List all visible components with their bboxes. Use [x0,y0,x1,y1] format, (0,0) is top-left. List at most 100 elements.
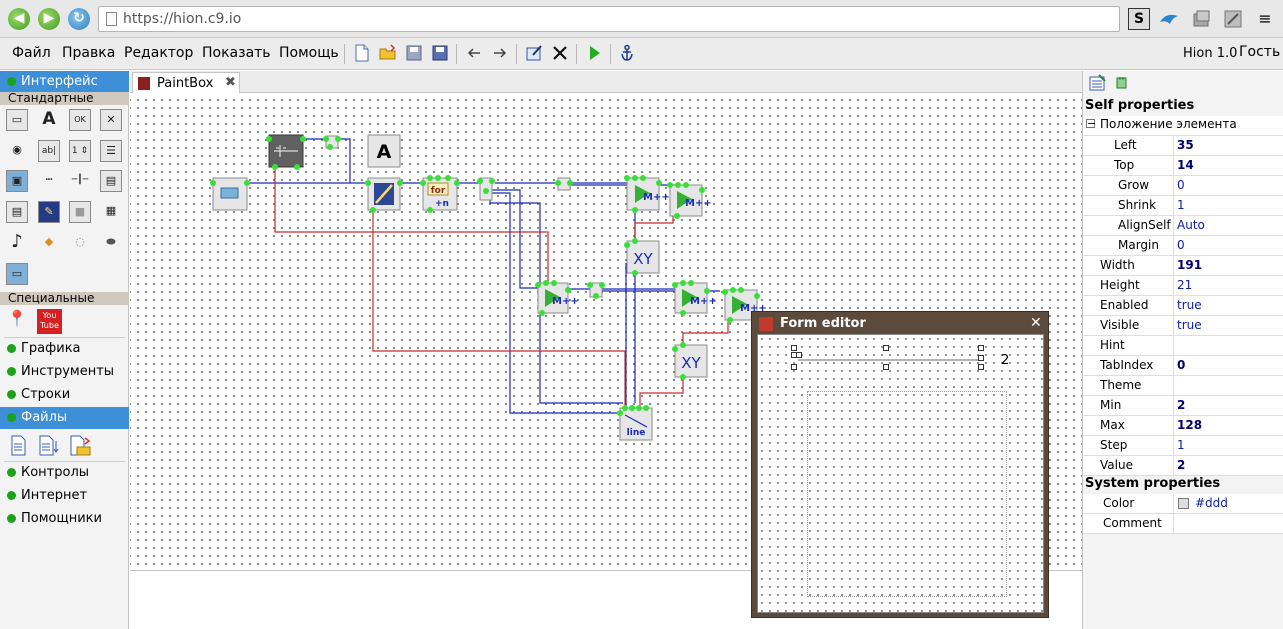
block-paint[interactable] [367,177,401,211]
resize-handle[interactable] [883,345,889,351]
anchor-icon[interactable] [617,44,637,64]
category-internet[interactable]: Интернет [0,485,129,507]
prop-value[interactable]: 2 [1177,398,1186,412]
trackbar-slider[interactable] [798,359,978,361]
form-editor-window[interactable]: Form editor ✕ 2 [751,311,1049,618]
paintbox-component-icon[interactable]: ✎ [38,201,60,223]
save-icon[interactable] [404,44,424,64]
category-helpers[interactable]: Помощники [0,508,129,530]
category-graphics[interactable]: Графика [0,338,129,360]
file-open-component-icon[interactable] [69,435,91,457]
close-button-component-icon[interactable]: ✕ [100,109,122,131]
block-graph-2[interactable]: M++ [669,184,712,217]
block-line[interactable]: line [619,407,653,441]
resize-handle[interactable] [883,364,889,370]
block-form[interactable] [212,177,248,211]
toggle-component-icon[interactable]: ⬬ [106,235,116,248]
form-editor-canvas[interactable]: 2 [757,334,1044,613]
reload-button[interactable]: ↻ [68,8,90,30]
menu-help[interactable]: Помощь [279,45,339,61]
window-component-icon[interactable]: ▭ [6,109,28,131]
spinner-component-icon[interactable]: 1 ⇕ [69,140,91,162]
forward-button[interactable]: ▶ [38,8,60,30]
button-component-icon[interactable]: OK [69,109,91,131]
new-file-icon[interactable] [352,44,372,64]
run-icon[interactable] [584,44,604,64]
paintbox-area[interactable] [807,391,1007,597]
category-files[interactable]: Файлы [0,407,129,429]
prop-value[interactable]: 2 [1177,458,1186,472]
browser-menu-icon[interactable]: ≡ [1258,9,1272,28]
sound-component-icon[interactable]: ♪ [11,231,23,252]
panel-component-icon[interactable]: ▤ [6,201,28,223]
menu-editor[interactable]: Редактор [124,45,194,61]
memo-component-icon[interactable]: ☰ [100,140,122,162]
resize-handle[interactable] [978,364,984,370]
spinner-loader-icon[interactable]: ◌ [75,235,85,248]
file-component-icon[interactable] [8,435,30,457]
user-name[interactable]: Гость [1239,44,1281,60]
save-all-icon[interactable] [430,44,450,64]
prop-value[interactable]: 191 [1177,258,1203,272]
edit-component-icon[interactable]: ab| [38,140,60,162]
back-button[interactable]: ◀ [8,8,30,30]
shapes-component-icon[interactable]: ◆ [44,235,54,248]
prop-value[interactable]: #ddd [1195,496,1228,510]
edit-icon[interactable] [524,44,544,64]
prop-row-color[interactable]: Color #ddd [1083,494,1283,514]
form-editor-title[interactable]: Form editor [780,316,866,331]
listbox-component-icon[interactable]: ▤ [100,170,122,192]
prop-value[interactable]: true [1177,298,1202,312]
category-tools[interactable]: Инструменты [0,361,129,383]
delete-icon[interactable] [550,44,570,64]
file-list-component-icon[interactable] [38,435,60,457]
label-component-icon[interactable]: A [42,109,56,129]
category-interface[interactable]: Интерфейс [0,71,129,93]
prop-value[interactable]: Auto [1177,218,1205,232]
prop-value[interactable]: 1 [1177,198,1185,212]
collapse-icon[interactable]: − [1086,117,1097,130]
properties-grid-icon[interactable] [1089,74,1107,96]
block-graph-1[interactable]: M++ [626,177,670,211]
address-bar[interactable]: https://hion.c9.io [98,6,1120,32]
block-xy-1[interactable]: XY [626,240,660,274]
properties-filter-icon[interactable] [1115,76,1129,94]
trackbar-component-icon[interactable]: ─┃─ [71,175,89,185]
menu-file[interactable]: Файл [12,45,51,61]
block-xy-2[interactable]: XY [674,344,708,378]
scheme-graph[interactable]: A for +n M++ M++ [130,93,1082,570]
prop-value[interactable]: 35 [1177,138,1194,152]
block-label[interactable]: A [367,134,401,168]
progress-component-icon[interactable]: ┉ [45,173,53,186]
block-trackbar[interactable] [268,134,304,168]
block-graph-3[interactable]: M++ [537,282,579,314]
youtube-icon[interactable]: You Tube [37,309,62,334]
block-graph-4[interactable]: M++ [674,282,717,314]
menu-view[interactable]: Показать [202,45,271,61]
tab-paintbox[interactable]: PaintBox ✖ [132,72,240,94]
extension-s-icon[interactable]: S [1128,8,1150,30]
prop-value[interactable]: true [1177,318,1202,332]
resize-handle[interactable] [796,352,802,358]
form-component-icon[interactable]: ▭ [6,263,28,285]
prop-value[interactable]: 21 [1177,278,1193,292]
menu-edit[interactable]: Правка [62,45,116,61]
group-position[interactable]: − Положение элемента [1083,116,1283,136]
prop-value[interactable]: 1 [1177,438,1185,452]
tab-close-icon[interactable]: ✖ [225,75,236,90]
map-pin-icon[interactable]: 📍 [7,309,27,328]
color-swatch[interactable] [1178,498,1189,509]
video-component-icon[interactable]: ▦ [105,204,117,217]
radio-component-icon[interactable]: ◉ [12,143,22,156]
resize-handle[interactable] [791,364,797,370]
image-component-icon[interactable]: ▣ [6,170,28,192]
